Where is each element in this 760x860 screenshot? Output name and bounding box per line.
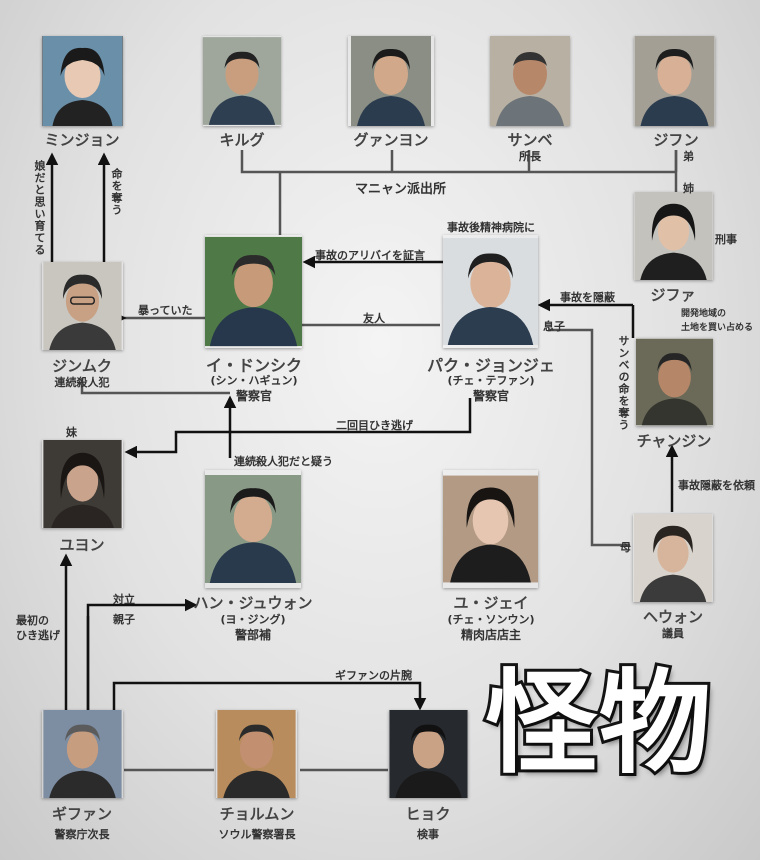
idonshiku-role: 警察官 (235, 389, 273, 403)
chanjin-name: チャンジン (636, 432, 712, 450)
sanbe-name: サンベ (507, 131, 553, 149)
younger-brother-label: 弟 (683, 150, 694, 163)
gifan-photo (42, 710, 123, 798)
idonshiku-actor: (シン・ハギュン) (210, 374, 298, 387)
jifa-role: 刑事 (715, 233, 737, 246)
hyoku-name: ヒョク (405, 805, 451, 823)
yujei-photo (443, 470, 538, 588)
jinmuku-photo (42, 262, 123, 350)
develop-label-2: 土地を買い占める (681, 323, 754, 333)
alibi-label: 事故のアリバイを証言 (315, 249, 425, 262)
jinmuku-name: ジンムク (52, 357, 112, 375)
gwanyon-photo (348, 36, 434, 126)
chorumun-name: チョルムン (219, 805, 295, 823)
son-label: 息子 (543, 320, 565, 333)
yuyon-photo (42, 440, 123, 528)
second-hitrun-label: 二回目ひき逃げ (336, 419, 413, 432)
yuyon-name: ユヨン (59, 536, 105, 554)
hewon-name: ヘウォン (642, 608, 704, 626)
police-box-bracket (240, 150, 678, 174)
police-box-label: マニャン派出所 (355, 182, 447, 197)
gifan-name: ギファン (51, 805, 113, 823)
younger-sister-label: 妹 (66, 426, 77, 439)
jinmuku-role: 連続殺人犯 (54, 376, 110, 389)
older-sister-label: 姉 (683, 182, 694, 195)
hide-accident-label: 事故を隠蔽 (560, 291, 615, 304)
chorumun-photo (216, 710, 297, 798)
oppose-arrow (86, 598, 198, 710)
sanbe-life-label: サンベの命を奪う (617, 335, 630, 431)
first-hitrun-label-2: ひき逃げ (16, 629, 60, 642)
right-hand-arrow (112, 681, 427, 711)
idonshiku-photo (205, 235, 302, 348)
parkjonje-actor: (チェ・テファン) (447, 374, 535, 387)
yujei-name: ユ・ジェイ (453, 594, 529, 612)
kirgu-name: キルグ (219, 131, 265, 149)
hewon-role: 議員 (662, 627, 684, 640)
idonshiku-name: イ・ドンシク (205, 356, 303, 375)
gifan-role: 警察庁次長 (54, 828, 110, 841)
minjon-name: ミンジョン (44, 131, 120, 149)
sister-line (80, 378, 230, 395)
hanjuwon-name: ハン・ジュウォン (193, 594, 313, 612)
hewon-photo (633, 514, 713, 602)
chanjin-photo (636, 338, 713, 426)
hanjuwon-role: 警部補 (234, 628, 272, 642)
jifun-photo (634, 36, 715, 126)
sanbe-photo (490, 36, 570, 126)
friend-label: 友人 (363, 312, 385, 325)
parkjonje-note: 事故後精神病院に (447, 221, 535, 234)
minjon-photo (42, 36, 123, 126)
take-life-label: 命を奪う (110, 168, 123, 216)
hyoku-role: 検事 (417, 828, 439, 841)
hanjuwon-actor: (ヨ・ジング) (220, 613, 286, 626)
kirgu-photo (203, 36, 281, 126)
jifun-name: ジフン (653, 131, 699, 149)
son-line (548, 328, 630, 547)
suspect-label: 連続殺人犯だと疑う (234, 455, 333, 468)
jifa-photo (634, 192, 713, 280)
second-hitrun-arrow (124, 398, 472, 459)
yujei-role: 精肉店店主 (460, 628, 522, 642)
drama-title: 怪物 (482, 658, 714, 789)
sanbe-role: 所長 (519, 150, 541, 163)
develop-label: 開発地域の (681, 309, 727, 319)
abuse-label: 暴っていた (138, 304, 193, 317)
parkjonje-role: 警察官 (472, 389, 510, 403)
hanjuwon-photo (205, 470, 301, 588)
first-hitrun-label: 最初の (16, 614, 49, 627)
parent-child-label: 親子 (113, 613, 135, 626)
mother-label: 母 (620, 541, 631, 554)
parkjonje-photo (443, 235, 538, 348)
chorumun-role: ソウル警察署長 (218, 828, 296, 841)
right-hand-label: ギファンの片腕 (335, 669, 412, 682)
yujei-actor: (チェ・ソンウン) (447, 613, 535, 626)
parkjonje-name: パク・ジョンジェ (427, 356, 555, 375)
hyoku-photo (389, 710, 468, 798)
oppose-label: 対立 (113, 593, 135, 606)
daughter-label: 娘だと思い育てる (33, 160, 46, 256)
gwanyon-name: グァンヨン (353, 131, 429, 149)
cover-request-label: 事故隠蔽を依頼 (678, 479, 755, 492)
jifa-name: ジファ (650, 286, 696, 304)
